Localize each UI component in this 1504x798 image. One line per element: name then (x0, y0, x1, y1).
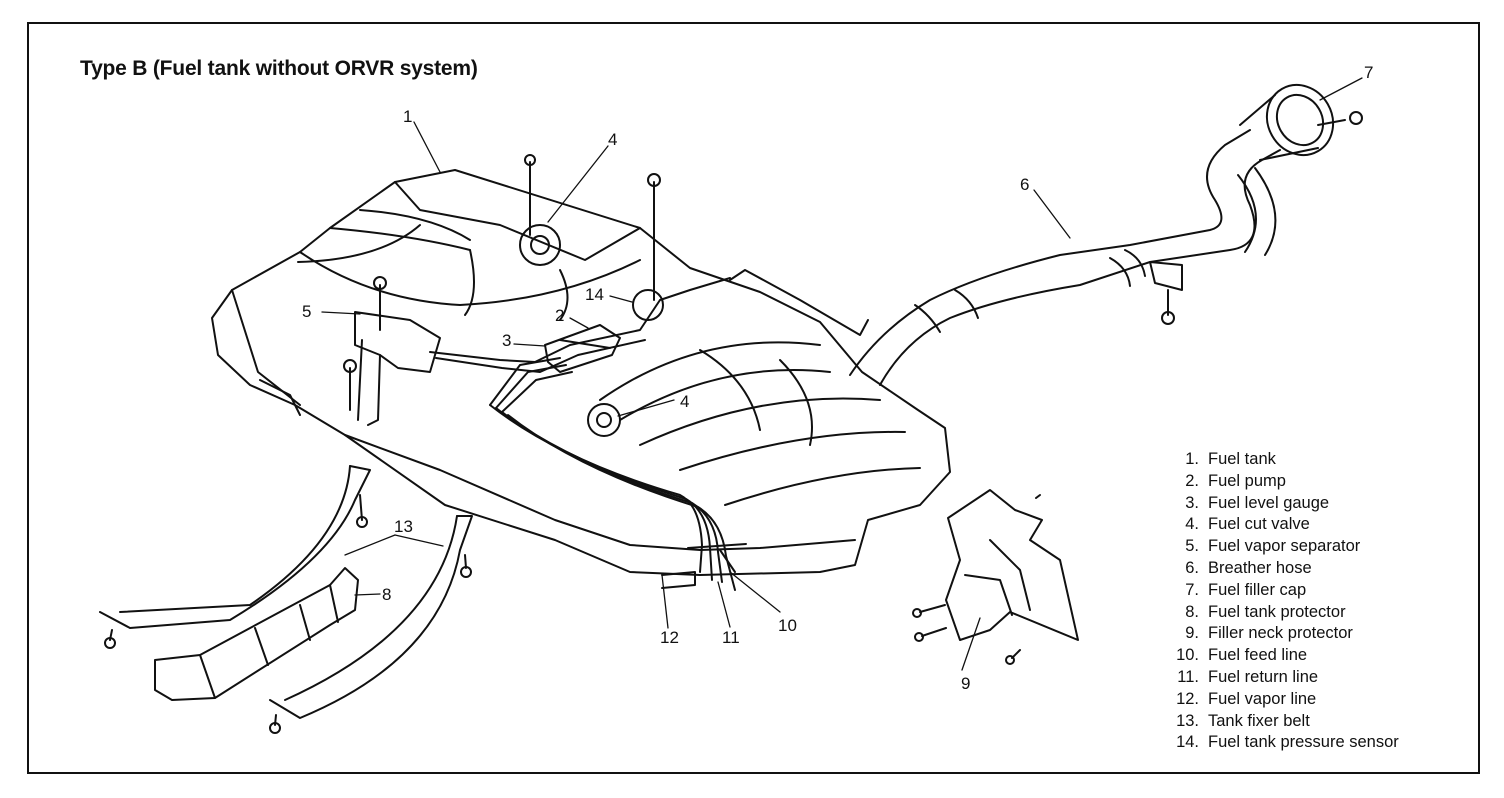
callout: 11 (722, 628, 740, 647)
legend-item: 2.Fuel pump (1185, 471, 1286, 490)
callout: 3 (502, 331, 511, 350)
legend-item: 12.Fuel vapor line (1176, 689, 1317, 708)
fuel-tank-protector (154, 567, 359, 701)
callout: 1 (403, 107, 412, 126)
legend-item: 9.Filler neck protector (1185, 624, 1353, 643)
legend-item: 4.Fuel cut valve (1185, 515, 1310, 534)
diagram-frame (27, 22, 1480, 774)
tank-fixer-belts (99, 465, 473, 734)
fuel-pump (544, 324, 621, 373)
callout: 10 (778, 616, 797, 635)
callout-numbers: 1 4 4 14 5 2 3 6 7 13 8 12 11 10 9 (302, 63, 1373, 693)
legend-item: 6.Breather hose (1185, 558, 1312, 577)
callout: 4 (680, 392, 689, 411)
legend-item: 14.Fuel tank pressure sensor (1176, 733, 1399, 752)
diagram-title: Type B (Fuel tank without ORVR system) (80, 57, 478, 80)
legend-item: 10.Fuel feed line (1176, 646, 1308, 665)
callout: 12 (660, 628, 679, 647)
callout: 6 (1020, 175, 1029, 194)
fuel-vapor-separator (354, 311, 441, 426)
callout: 2 (555, 306, 564, 325)
breather-hose (849, 129, 1281, 386)
legend-item: 11.Fuel return line (1177, 667, 1319, 686)
callout: 9 (961, 674, 970, 693)
callout: 13 (394, 517, 413, 536)
legend-item: 1.Fuel tank (1185, 450, 1276, 468)
callout: 14 (585, 285, 604, 304)
callout: 8 (382, 585, 391, 604)
callout: 7 (1364, 63, 1373, 82)
tank-bolts (343, 154, 661, 411)
parts-legend: 1.Fuel tank 2.Fuel pump 3.Fuel level gau… (1165, 449, 1399, 754)
fuel-filler-cap (1239, 83, 1363, 161)
legend-item: 3.Fuel level gauge (1185, 493, 1330, 512)
legend-item: 5.Fuel vapor separator (1185, 537, 1361, 556)
legend-item: 7.Fuel filler cap (1185, 580, 1307, 599)
callout: 5 (302, 302, 311, 321)
callout: 4 (608, 130, 617, 149)
legend-item: 13.Tank fixer belt (1176, 711, 1310, 730)
fuel-lines (429, 269, 869, 591)
filler-neck-protector (912, 489, 1079, 665)
fuel-tank (211, 169, 951, 576)
legend-item: 8.Fuel tank protector (1185, 602, 1346, 621)
leader-lines (321, 77, 1363, 671)
